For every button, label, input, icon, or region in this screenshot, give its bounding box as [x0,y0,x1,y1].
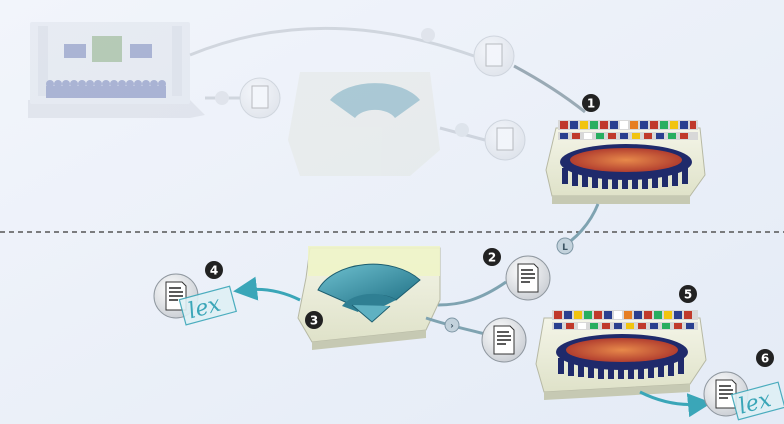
faded-document-icon [484,119,526,161]
council-meeting-icon-step-5 [535,310,707,400]
delegates [558,358,684,379]
arrow-node: L [556,237,574,255]
faded-connector [189,26,475,58]
arrow-to-published-law-right [639,390,712,418]
svg-text:5: 5 [684,288,692,302]
svg-text:6: 6 [761,352,769,366]
council-meeting-icon [545,120,706,204]
step-badge-3: 3 [305,311,323,329]
published-law-icon-step-6: lex [703,371,784,421]
published-law-icon-step-4: lex [153,273,238,326]
document-icon-step-2 [505,255,551,301]
lex-stamp: lex [178,285,238,326]
svg-text:3: 3 [310,314,318,328]
faded-council-icon [288,72,440,176]
flags-row [558,120,698,140]
arrow-node: › [444,317,460,333]
flags-row [552,310,698,330]
step-badge-1: 1 [582,94,600,112]
delegates [562,168,688,189]
connector-document-to-council [437,280,507,307]
step-badge-4: 4 [205,261,223,279]
faded-document-icon [239,77,281,119]
document-icon-to-council [481,317,527,363]
step-badge-5: 5 [679,285,697,303]
arrow-to-published-law-left [233,276,301,302]
svg-text:›: › [450,322,454,332]
connector-to-council [513,64,586,114]
faded-document-icon [473,35,515,77]
step-badge-6: 6 [756,349,774,367]
faded-upper-section [28,22,526,176]
svg-text:4: 4 [210,264,218,278]
step-badge-2: 2 [483,248,501,266]
faded-connector [439,126,486,142]
svg-text:1: 1 [587,97,595,111]
lex-stamp: lex [730,381,784,421]
parliament-hemicycle-icon [297,246,441,350]
svg-text:L: L [562,243,568,253]
svg-text:2: 2 [488,251,496,265]
parliament-building-icon [28,22,205,118]
